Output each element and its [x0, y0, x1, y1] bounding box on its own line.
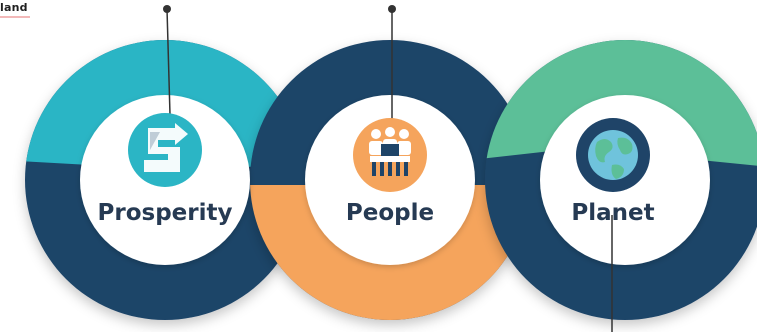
- globe-icon: [576, 118, 650, 192]
- corner-underline: [0, 16, 30, 18]
- people-pointer: [388, 5, 396, 125]
- rising-arrow-s-icon: [128, 113, 202, 187]
- prosperity-label: Prosperity: [98, 200, 233, 226]
- corner-text: land: [0, 1, 28, 14]
- people-label: People: [346, 200, 434, 226]
- people-meeting-icon: [353, 118, 427, 192]
- planet-label: Planet: [571, 200, 654, 226]
